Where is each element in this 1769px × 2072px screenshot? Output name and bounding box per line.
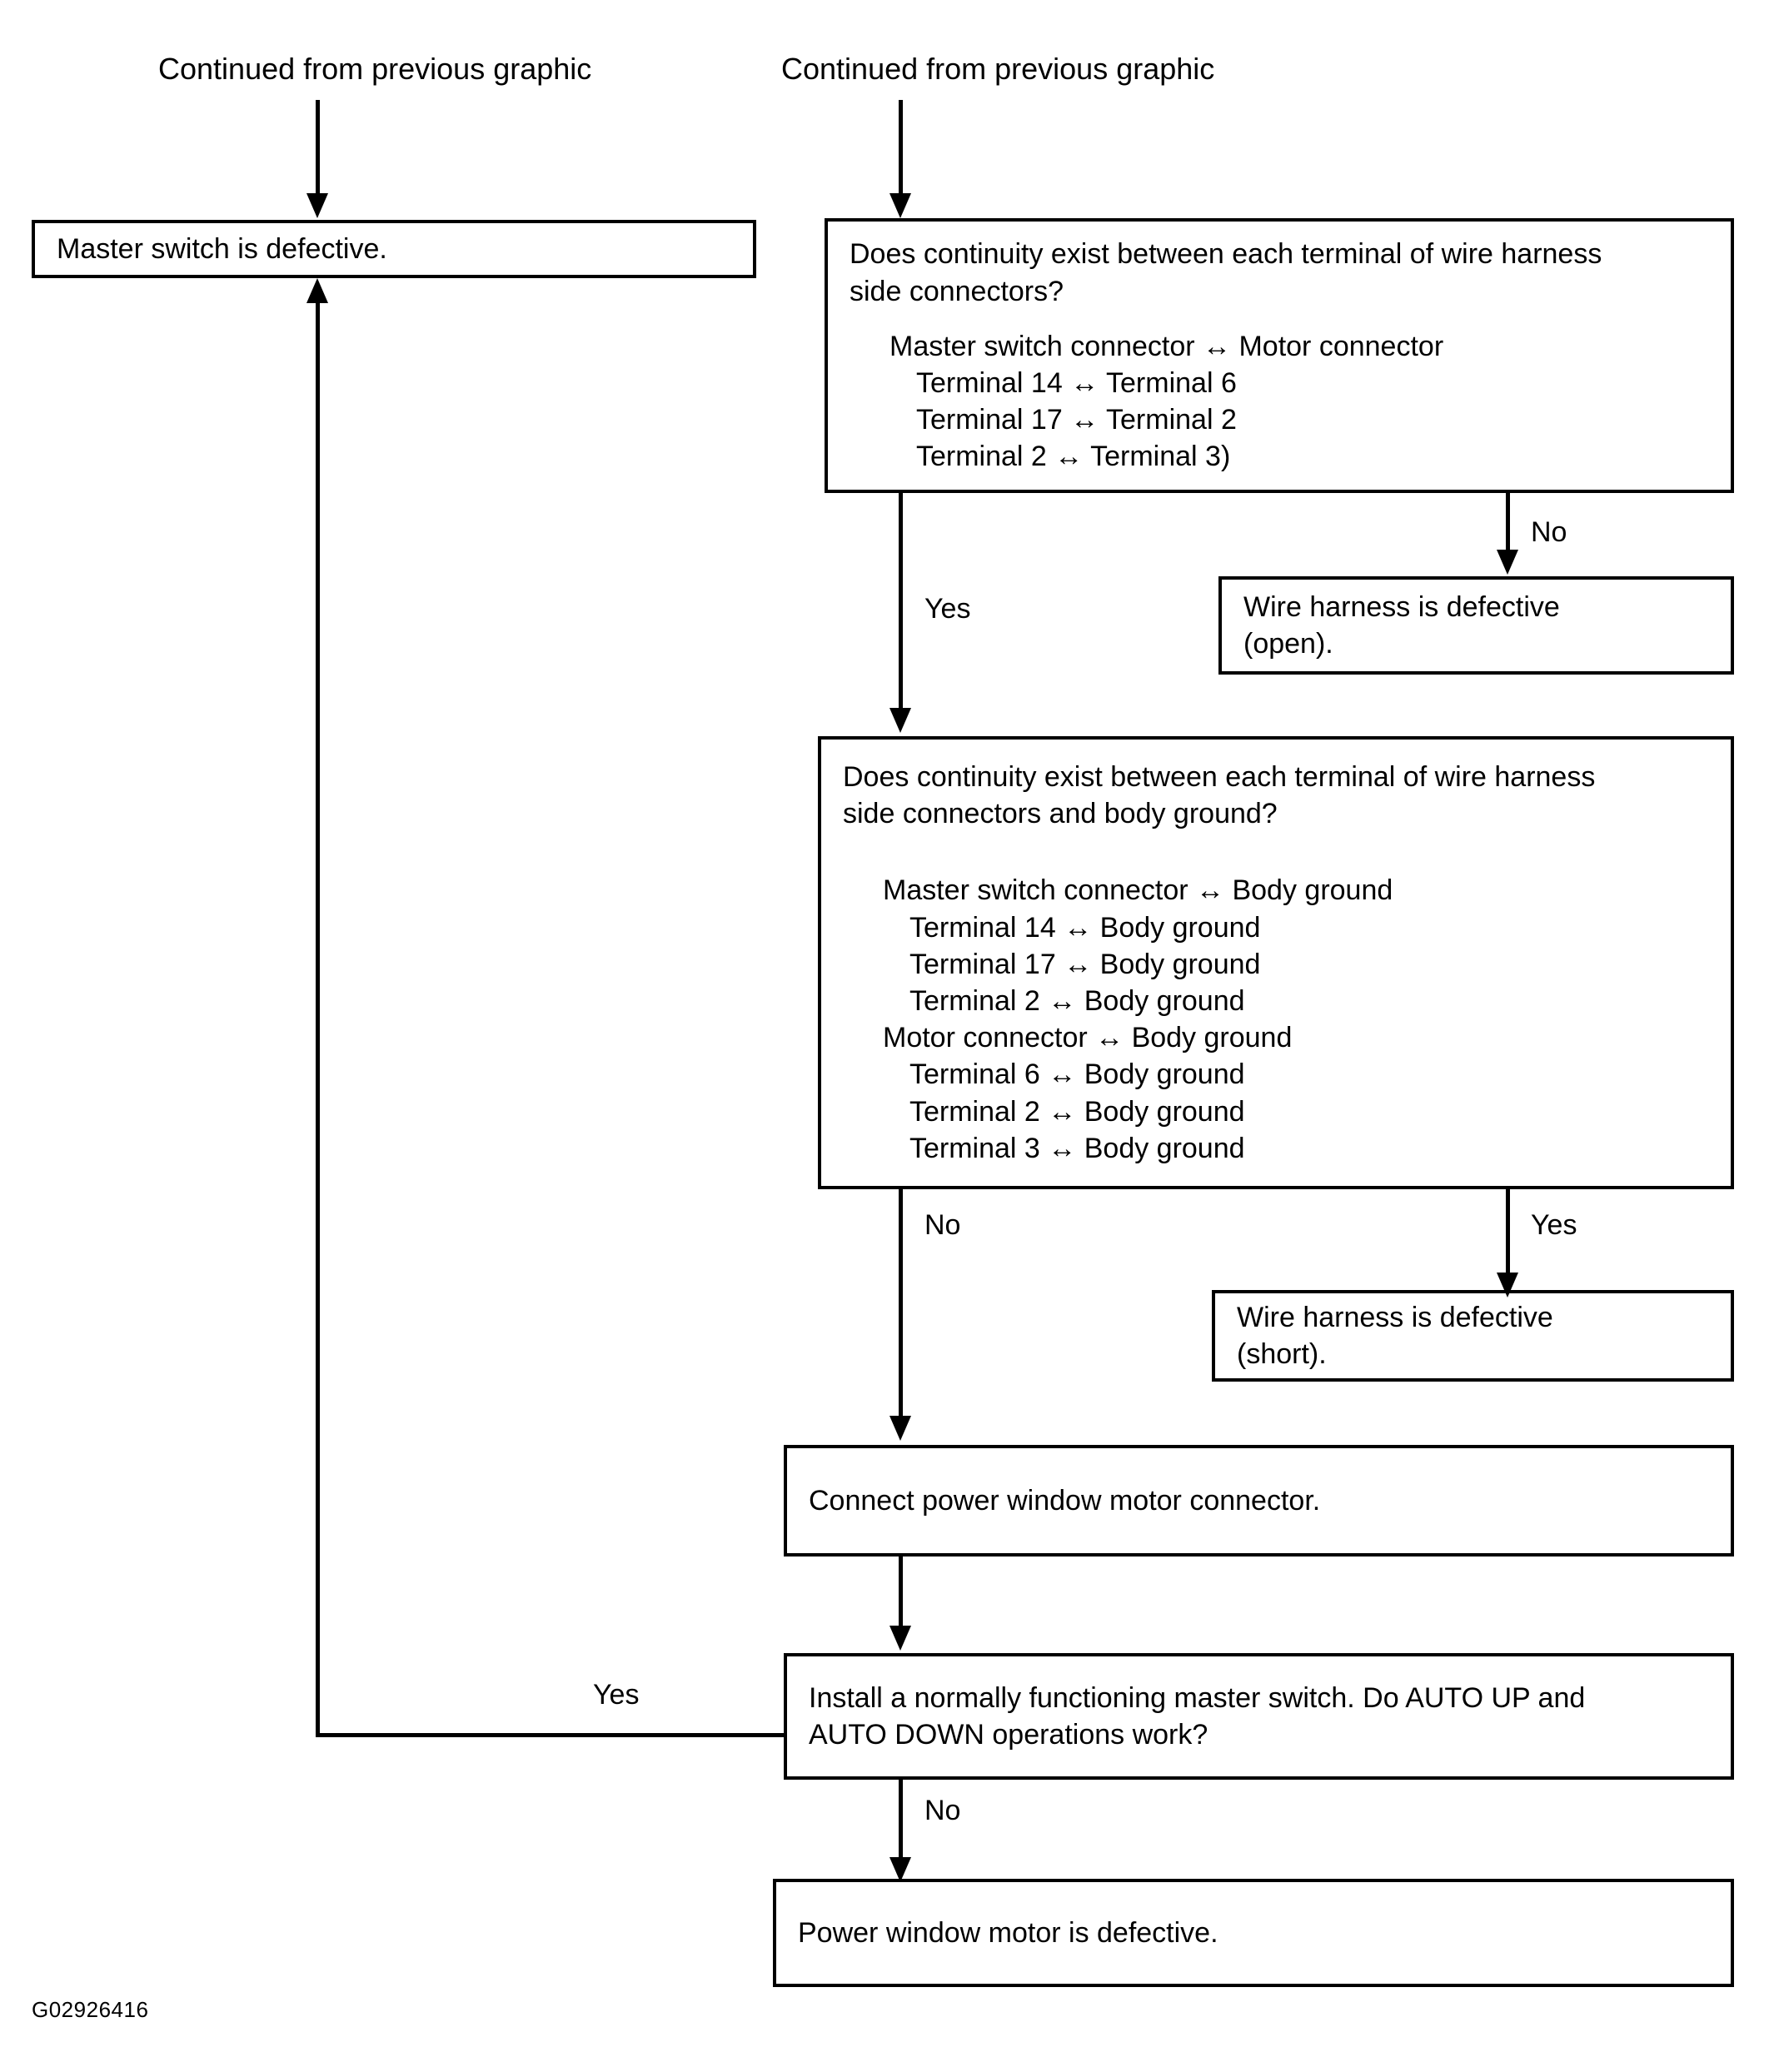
- q1-line-2: side connectors?: [850, 275, 1064, 307]
- connect-motor-connector-text: Connect power window motor connector.: [809, 1484, 1321, 1517]
- q2-line-2: side connectors and body ground?: [843, 798, 1278, 830]
- branch-label-q2-yes: Yes: [1531, 1209, 1577, 1241]
- wire-harness-short-line-2: (short).: [1237, 1338, 1327, 1370]
- figure-id-code: G02926416: [32, 1997, 149, 2022]
- q2-group2-item-0: Terminal 6 ↔ Body ground: [909, 1058, 1245, 1091]
- box-wire-harness-defective-open: Wire harness is defective (open).: [1218, 576, 1734, 675]
- q2-group2-heading: Motor connector ↔ Body ground: [883, 1022, 1293, 1054]
- arrow-down-icon-q3-no: [889, 1857, 911, 1882]
- branch-label-q1-yes: Yes: [924, 593, 971, 625]
- header-continued-right: Continued from previous graphic: [781, 52, 1215, 86]
- branch-label-q1-no: No: [1531, 516, 1567, 548]
- connector-q3-yes-horizontal: [316, 1733, 787, 1737]
- wire-harness-open-line-1: Wire harness is defective: [1243, 590, 1560, 623]
- master-switch-defective-text: Master switch is defective.: [57, 232, 387, 265]
- arrow-down-icon-q1-yes: [889, 708, 911, 733]
- box-question-continuity-between-connectors: Does continuity exist between each termi…: [825, 218, 1734, 493]
- q2-group1-item-2: Terminal 2 ↔ Body ground: [909, 985, 1245, 1017]
- motor-defective-text: Power window motor is defective.: [798, 1916, 1218, 1949]
- q1-item-1: Terminal 17 ↔ Terminal 2: [916, 404, 1237, 436]
- box-connect-motor-connector: Connect power window motor connector.: [784, 1445, 1734, 1556]
- arrow-down-icon-right-header: [889, 193, 911, 218]
- arrow-down-icon-connect-to-q3: [889, 1626, 911, 1651]
- q2-group1-item-1: Terminal 17 ↔ Body ground: [909, 948, 1261, 980]
- connector-q2-no: [899, 1189, 903, 1416]
- connector-q3-no: [899, 1780, 903, 1863]
- branch-label-q3-no: No: [924, 1795, 961, 1826]
- connector-q1-yes: [899, 493, 903, 711]
- box-motor-defective: Power window motor is defective.: [773, 1879, 1734, 1987]
- box-wire-harness-defective-short: Wire harness is defective (short).: [1212, 1290, 1734, 1382]
- connector-right-header-to-q1: [899, 100, 903, 198]
- arrow-down-icon-left-header: [306, 193, 328, 218]
- connector-return-to-master-switch: [316, 301, 320, 1737]
- arrow-down-icon-q1-no: [1497, 550, 1518, 575]
- q3-line-2: AUTO DOWN operations work?: [809, 1719, 1208, 1751]
- q3-line-1: Install a normally functioning master sw…: [809, 1681, 1586, 1714]
- q2-group2-item-1: Terminal 2 ↔ Body ground: [909, 1095, 1245, 1128]
- connector-q1-no: [1506, 493, 1510, 556]
- connector-q2-yes: [1506, 1189, 1510, 1289]
- q1-item-2: Terminal 2 ↔ Terminal 3): [916, 441, 1231, 473]
- q1-subheading: Master switch connector ↔ Motor connecto…: [889, 330, 1444, 362]
- wire-harness-short-line-1: Wire harness is defective: [1237, 1301, 1553, 1333]
- arrow-down-icon-q2-no: [889, 1416, 911, 1441]
- q2-group1-item-0: Terminal 14 ↔ Body ground: [909, 911, 1261, 944]
- q1-line-1: Does continuity exist between each termi…: [850, 238, 1602, 271]
- box-master-switch-defective: Master switch is defective.: [32, 220, 756, 278]
- box-question-continuity-to-body-ground: Does continuity exist between each termi…: [818, 736, 1734, 1189]
- connector-connect-to-q3: [899, 1556, 903, 1630]
- arrow-up-icon-return: [306, 278, 328, 303]
- branch-label-q2-no: No: [924, 1209, 961, 1241]
- box-question-install-master-switch: Install a normally functioning master sw…: [784, 1653, 1734, 1780]
- q2-group2-item-2: Terminal 3 ↔ Body ground: [909, 1132, 1245, 1164]
- wire-harness-open-line-2: (open).: [1243, 628, 1333, 660]
- arrow-down-icon-q2-yes: [1497, 1273, 1518, 1297]
- header-continued-left: Continued from previous graphic: [158, 52, 592, 86]
- q2-group1-heading: Master switch connector ↔ Body ground: [883, 874, 1393, 907]
- q1-item-0: Terminal 14 ↔ Terminal 6: [916, 367, 1237, 399]
- connector-left-header-to-master-switch: [316, 100, 320, 200]
- branch-label-q3-yes: Yes: [593, 1679, 640, 1711]
- q2-line-1: Does continuity exist between each termi…: [843, 761, 1596, 794]
